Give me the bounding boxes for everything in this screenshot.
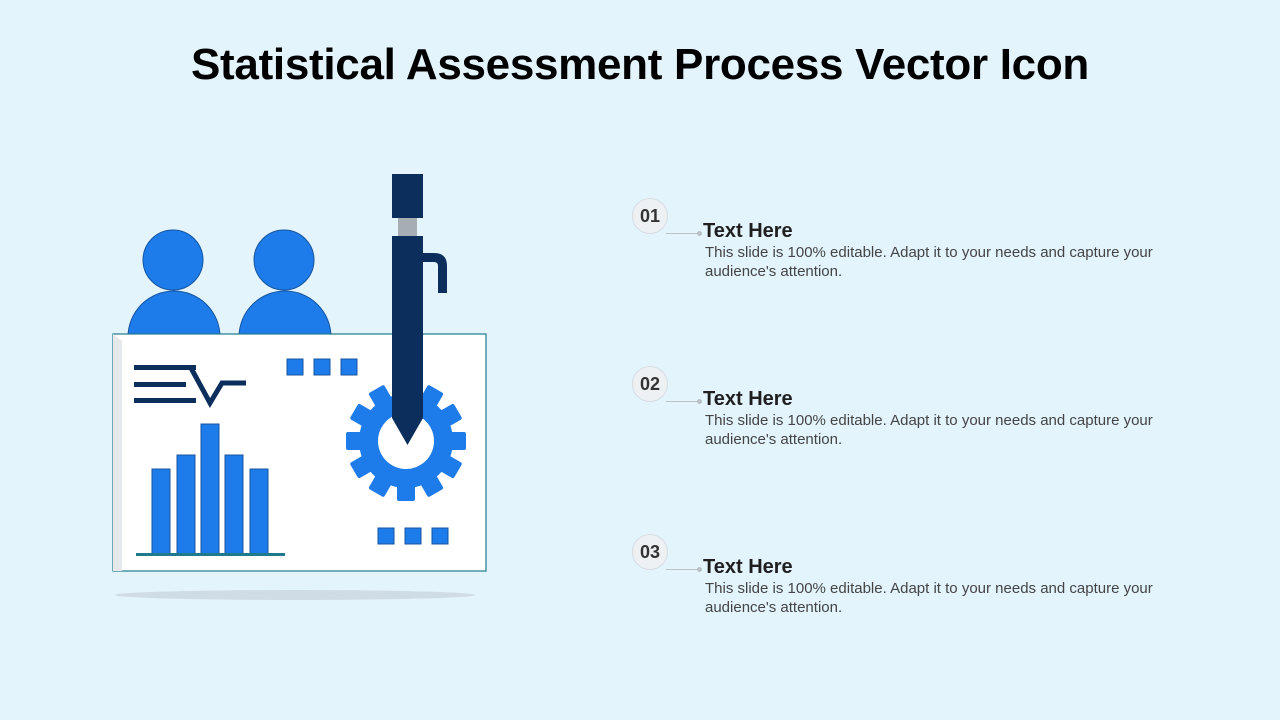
chart-bar [200, 423, 220, 555]
connector-dot [697, 567, 702, 572]
slide-title: Statistical Assessment Process Vector Ic… [191, 40, 1089, 89]
ground-shadow [115, 590, 475, 600]
step-number-badge: 01 [632, 198, 668, 234]
chart-bar [249, 468, 269, 555]
pulse-line-icon [134, 365, 246, 409]
item-heading: Text Here [703, 388, 793, 410]
connector-line [666, 569, 700, 570]
chart-bar [176, 454, 196, 555]
chart-bar [224, 454, 244, 555]
chart-bar [151, 468, 171, 555]
connector-line [666, 233, 700, 234]
person-icon [127, 229, 221, 338]
connector-dot [697, 231, 702, 236]
item-description: This slide is 100% editable. Adapt it to… [705, 244, 1153, 280]
statistical-assessment-illustration [112, 174, 487, 600]
connector-line [666, 401, 700, 402]
item-heading: Text Here [703, 220, 793, 242]
person-icon [238, 229, 332, 338]
bar-chart-icon [136, 423, 285, 556]
step-number-badge: 03 [632, 534, 668, 570]
list-item-03: 03 Text Here This slide is 100% editable… [632, 534, 1192, 624]
pen-icon [392, 174, 447, 445]
step-number-badge: 02 [632, 366, 668, 402]
indicator-squares-bottom [377, 527, 449, 545]
indicator-squares-top [286, 358, 358, 376]
item-description: This slide is 100% editable. Adapt it to… [705, 412, 1153, 448]
item-description: This slide is 100% editable. Adapt it to… [705, 580, 1153, 616]
connector-dot [697, 399, 702, 404]
list-item-02: 02 Text Here This slide is 100% editable… [632, 366, 1192, 456]
list-item-01: 01 Text Here This slide is 100% editable… [632, 198, 1192, 288]
chart-baseline [136, 553, 285, 556]
item-heading: Text Here [703, 556, 793, 578]
